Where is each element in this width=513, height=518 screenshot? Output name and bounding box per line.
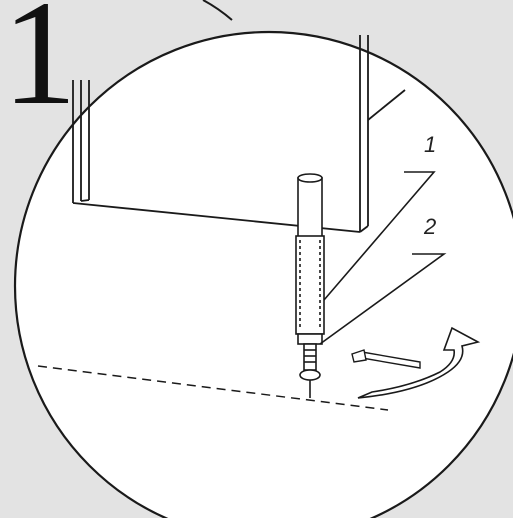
- detail-circle: [13, 30, 513, 518]
- detail-leader-line: [202, 0, 233, 21]
- floor-line: [37, 365, 389, 411]
- leveling-foot: [295, 173, 325, 398]
- step-number: 1: [2, 0, 77, 136]
- hex-key-tool: [351, 349, 421, 369]
- callout-2-leader: [319, 253, 447, 345]
- callout-1-leader: [323, 171, 436, 301]
- rotation-arrow: [357, 326, 481, 399]
- cabinet-panel: [72, 35, 406, 233]
- callout-2-label: 2: [424, 214, 437, 239]
- callout-1-label: 1: [424, 132, 437, 157]
- callout-leaders: [319, 171, 447, 345]
